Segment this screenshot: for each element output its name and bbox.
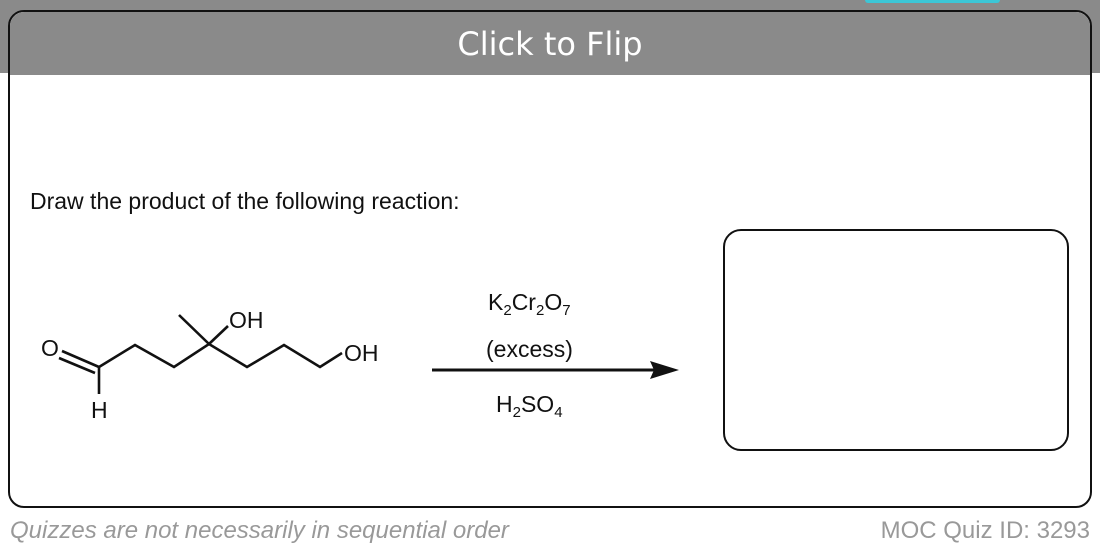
reagent-k2cr2o7: K2Cr2O7 <box>488 289 571 319</box>
quiz-id: MOC Quiz ID: 3293 <box>880 517 1090 544</box>
click-to-flip-button[interactable]: Click to Flip <box>10 12 1090 75</box>
flashcard[interactable]: Click to Flip Draw the product of the fo… <box>8 10 1092 508</box>
reaction-arrow <box>432 361 679 379</box>
atom-h: H <box>91 397 108 423</box>
atom-o: O <box>41 335 59 361</box>
reaction-diagram: O H OH OH K2Cr2O7 (excess) H2SO4 <box>41 289 679 423</box>
atom-oh-tertiary: OH <box>229 307 264 333</box>
atom-oh-primary: OH <box>344 340 379 366</box>
answer-box <box>723 229 1069 451</box>
molecule-bonds <box>58 314 343 394</box>
reagent-h2so4: H2SO4 <box>496 391 563 421</box>
reagent-excess: (excess) <box>486 336 573 362</box>
question-text: Draw the product of the following reacti… <box>30 188 460 214</box>
sequence-note: Quizzes are not necessarily in sequentia… <box>10 517 509 544</box>
accent-tab[interactable] <box>865 0 1000 3</box>
